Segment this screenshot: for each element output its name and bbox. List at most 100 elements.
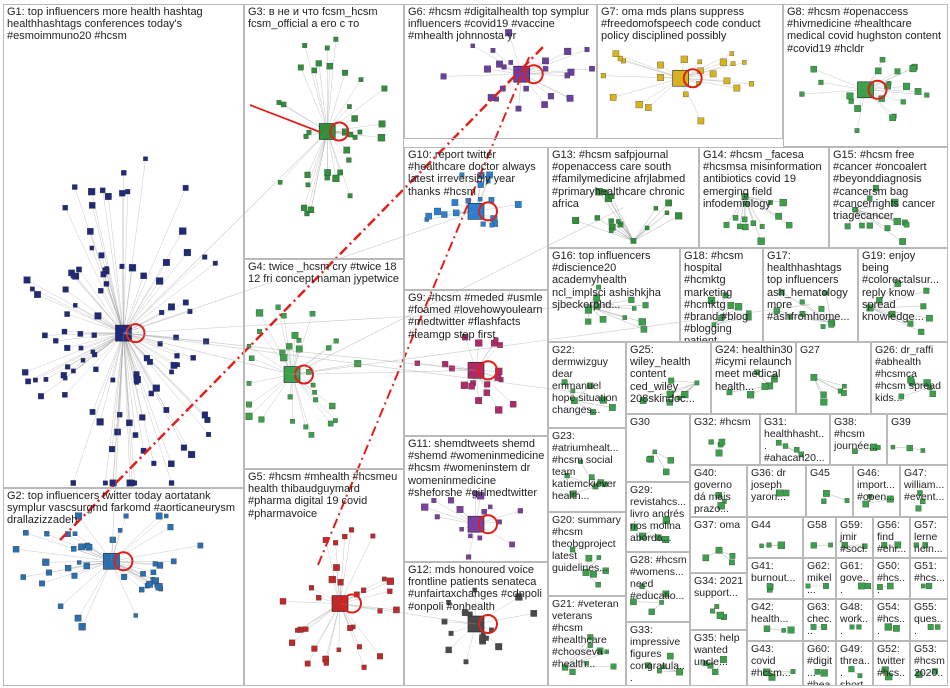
node-g1 <box>62 392 68 398</box>
node-g12 <box>530 610 538 617</box>
node-g26 <box>907 376 915 384</box>
group-label-g8: G8: #hcsm #openaccess #hivmedicine #heal… <box>787 6 942 55</box>
edge-g25 <box>671 380 697 384</box>
group-box-g46: G46: import... #open... <box>853 465 900 517</box>
node-g34 <box>714 604 720 609</box>
node-g1 <box>190 355 196 361</box>
node-g1 <box>53 338 59 344</box>
node-g16 <box>594 303 601 310</box>
node-g61 <box>864 582 872 590</box>
self-loop-g9 <box>478 360 498 381</box>
group-box-g1: G1: top influencers more health hashtag … <box>3 4 244 488</box>
node-g4 <box>308 432 315 438</box>
node-g8 <box>846 92 854 100</box>
node-g61 <box>858 582 865 590</box>
node-g21 <box>610 663 617 670</box>
node-g7 <box>680 55 688 63</box>
group-box-g56: G56: find #ehr... <box>873 517 910 558</box>
node-g52 <box>885 672 893 681</box>
node-g5 <box>377 653 384 660</box>
node-g2 <box>39 580 45 587</box>
node-g43 <box>790 669 796 674</box>
node-g2 <box>42 558 50 566</box>
edge-g1 <box>123 332 209 435</box>
group-box-g12: G12: mds honoured voice frontline patien… <box>404 562 548 686</box>
node-g1 <box>148 390 155 397</box>
edge-g7 <box>680 53 732 79</box>
group-label-g36: G36: dr joseph yaron... <box>751 467 787 503</box>
group-box-g19: G19: enjoy being #colorectalsur... reply… <box>858 248 948 342</box>
edge-g4 <box>291 363 358 375</box>
node-g15 <box>891 198 899 207</box>
edge-g1 <box>35 332 124 381</box>
edge-g6 <box>521 68 593 75</box>
node-g42 <box>781 628 786 633</box>
node-g8 <box>903 82 911 90</box>
node-g1 <box>23 276 31 284</box>
group-label-g42: G42: health... <box>751 601 789 625</box>
group-box-g15: G15: #hcsm free #cancer #oncoalert #beyo… <box>829 147 948 248</box>
edge-g43 <box>771 671 794 678</box>
node-g47 <box>915 505 922 512</box>
node-g10 <box>478 196 483 202</box>
group-box-g51: G51: #hcs... <box>910 558 948 599</box>
group-label-g57: G57: lerne nein... <box>914 519 943 555</box>
node-g11 <box>456 506 464 513</box>
node-g42 <box>787 626 795 634</box>
node-g16 <box>584 306 592 314</box>
group-label-g51: G51: #hcs... <box>914 560 945 584</box>
edge-g31 <box>778 442 802 455</box>
cross-edge-g1-g4 <box>123 332 293 375</box>
node-g4 <box>257 329 262 334</box>
node-g5 <box>323 660 329 666</box>
edge-g5 <box>339 529 352 604</box>
cross-edge-g1-g10 <box>123 211 477 334</box>
node-g20 <box>570 547 576 553</box>
node-g4 <box>296 337 302 343</box>
node-g28 <box>639 583 645 589</box>
node-g3 <box>352 134 358 140</box>
group-label-g15: G15: #hcsm free #cancer #oncoalert #beyo… <box>833 149 936 223</box>
edge-g1 <box>123 332 178 357</box>
node-g14 <box>732 215 739 221</box>
node-g33 <box>656 668 662 674</box>
edge-g5 <box>335 542 341 604</box>
node-g1 <box>183 249 191 257</box>
group-label-g62: G62: mikel... <box>807 560 832 596</box>
group-label-g16: G16: top influencers #discience20 academ… <box>552 250 661 311</box>
node-g5 <box>308 585 315 591</box>
node-g6 <box>505 29 513 37</box>
group-box-g54: G54: #hcs... <box>873 599 910 641</box>
node-g45 <box>844 498 850 503</box>
node-g22 <box>609 404 616 411</box>
node-g4 <box>313 397 319 403</box>
node-g23 <box>597 479 604 486</box>
self-loop-g5 <box>342 593 362 614</box>
edge-g1 <box>32 288 124 334</box>
node-g9 <box>509 401 517 408</box>
edge-g8 <box>865 89 919 92</box>
node-g2 <box>109 536 116 543</box>
node-g11 <box>434 514 440 520</box>
node-g19 <box>894 280 902 287</box>
group-box-g10: G10: report twitter #healthcare doctor a… <box>404 147 548 290</box>
node-g59 <box>841 541 848 549</box>
node-g3 <box>304 171 311 178</box>
node-g8 <box>875 67 882 75</box>
group-label-g46: G46: import... #open... <box>857 467 895 503</box>
node-g1 <box>99 187 106 194</box>
group-box-g14: G14: #hcsm _facesa #hcsmsa misinformatio… <box>699 147 829 248</box>
node-g30 <box>667 457 674 464</box>
edge-g1 <box>123 332 192 455</box>
node-g37 <box>729 553 736 559</box>
edge-g2 <box>111 545 201 562</box>
node-g1 <box>78 345 84 351</box>
node-g4 <box>290 418 295 424</box>
edge-g22 <box>574 399 604 401</box>
node-g13 <box>665 199 672 207</box>
node-g1 <box>42 332 48 339</box>
node-g6 <box>542 57 549 65</box>
node-g3 <box>381 85 388 92</box>
node-g55 <box>927 624 934 630</box>
